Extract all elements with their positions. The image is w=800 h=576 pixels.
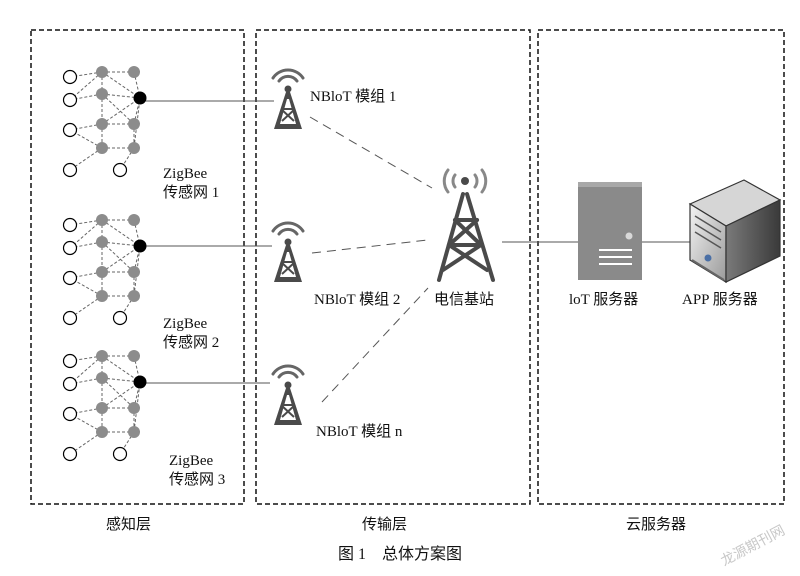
zigbee-net-1-subtitle: 传感网 1 bbox=[163, 184, 219, 201]
antenna-tower-icon bbox=[271, 68, 305, 131]
connection-lines bbox=[140, 100, 690, 403]
nbiot-module-1-label: NBloT 模组 1 bbox=[310, 88, 396, 105]
zigbee-network-2 bbox=[62, 213, 148, 326]
desktop-server-icon bbox=[688, 179, 782, 284]
module2-to-station-link bbox=[311, 239, 429, 254]
watermark: 龙源期刊网 bbox=[718, 523, 787, 570]
cloud-layer-frame bbox=[537, 29, 785, 505]
antenna-tower-icon bbox=[271, 364, 305, 427]
cell-tower-icon bbox=[437, 168, 495, 282]
zigbee-net-2-subtitle: 传感网 2 bbox=[163, 334, 219, 351]
base-station-label: 电信基站 bbox=[434, 291, 494, 308]
transport-layer-label: 传输层 bbox=[362, 516, 407, 533]
perception-layer-label: 感知层 bbox=[106, 516, 151, 533]
zigbee-network-1 bbox=[62, 65, 148, 178]
zigbee-network-3 bbox=[62, 349, 148, 462]
module1-to-station-link bbox=[309, 116, 433, 189]
cloud-layer-label: 云服务器 bbox=[626, 516, 686, 533]
antenna-tower-icon bbox=[271, 221, 305, 284]
zigbee-net-1-title: ZigBee bbox=[163, 166, 207, 182]
iot-server-label: loT 服务器 bbox=[569, 291, 638, 308]
nbiot-module-2-label: NBloT 模组 2 bbox=[314, 291, 400, 308]
nbiot-module-n-label: NBloT 模组 n bbox=[316, 423, 403, 440]
zigbee-net-3-subtitle: 传感网 3 bbox=[169, 471, 225, 488]
server-rack-icon bbox=[578, 182, 642, 280]
transport-layer-frame bbox=[255, 29, 531, 505]
figure-caption: 图 1 总体方案图 bbox=[338, 545, 462, 563]
zigbee-net-2-title: ZigBee bbox=[163, 316, 207, 332]
moduleN-to-station-link bbox=[321, 287, 429, 403]
zigbee-net-3-title: ZigBee bbox=[169, 453, 213, 469]
app-server-label: APP 服务器 bbox=[682, 291, 758, 308]
perception-layer-frame bbox=[30, 29, 245, 505]
